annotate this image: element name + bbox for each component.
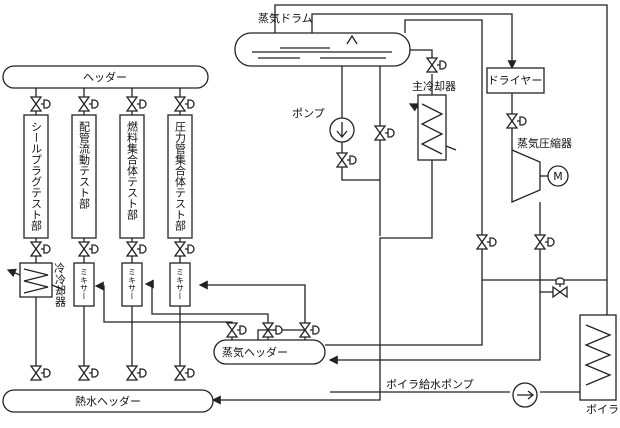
cooler	[19, 262, 53, 298]
dryer-label: ドライヤー	[488, 74, 543, 87]
valve-icon	[552, 277, 568, 299]
steam-drum	[234, 32, 411, 67]
mixer-3-label: ミキサー	[176, 268, 185, 300]
valve-icon	[335, 152, 357, 168]
test-section-fuel-assembly-label: 燃料集合体テスト部	[126, 120, 139, 220]
pump-label: ポンプ	[292, 107, 325, 120]
valve-icon	[373, 125, 395, 141]
valve-icon	[533, 234, 555, 250]
main-cooler-label: 主冷却器	[412, 80, 456, 93]
header-label: ヘッダー	[83, 70, 127, 84]
test-section-seal-plug-label: シールプラグテスト部	[30, 121, 43, 231]
steam-compressor-label: 蒸気圧縮器	[517, 136, 572, 150]
valve-icon	[125, 241, 147, 257]
valve-icon	[125, 96, 147, 112]
test-sections	[23, 114, 193, 239]
valve-icon	[173, 96, 195, 112]
valve-icon	[77, 96, 99, 112]
steam-compressor	[511, 149, 569, 203]
main-cooler	[417, 94, 447, 161]
valve-icon	[77, 241, 99, 257]
valve-icon	[29, 365, 51, 381]
valve-icon	[425, 57, 447, 73]
valve-icon	[505, 113, 527, 129]
test-section-pressure-tube-label: 圧力管集合体テスト部	[174, 121, 187, 231]
boiler-feed-pump	[512, 382, 538, 408]
mixers	[73, 262, 191, 307]
valves	[29, 57, 568, 381]
test-section-piping-flow-label: 配管流動テスト部	[78, 121, 91, 209]
header	[2, 65, 209, 89]
cooler-label-1: 冷	[54, 262, 65, 275]
steam-drum-label: 蒸気ドラム	[258, 11, 313, 25]
valve-icon	[173, 241, 195, 257]
mixer-1-label: ミキサー	[80, 268, 89, 300]
valve-icon	[225, 322, 247, 338]
valve-icon	[173, 365, 195, 381]
pump	[329, 117, 355, 143]
boiler-feed-pump-label: ボイラ給水ポンプ	[386, 377, 474, 391]
cooler-label: 冷却器	[54, 274, 67, 308]
valve-icon	[77, 365, 99, 381]
valve-icon	[298, 322, 320, 338]
steam-header	[213, 339, 326, 365]
boiler	[579, 314, 617, 401]
hot-water-header-label: 熱水ヘッダー	[75, 394, 141, 408]
valve-icon	[261, 322, 283, 338]
dryer	[486, 67, 545, 94]
steam-header-label: 蒸気ヘッダー	[222, 345, 288, 359]
motor-label: M	[553, 170, 563, 183]
valve-icon	[125, 365, 147, 381]
valve-icon	[29, 241, 51, 257]
hot-water-header	[2, 389, 214, 413]
valve-icon	[475, 234, 497, 250]
mixer-2-label: ミキサー	[128, 268, 137, 300]
boiler-label: ボイラ	[586, 403, 619, 416]
valve-icon	[29, 96, 51, 112]
